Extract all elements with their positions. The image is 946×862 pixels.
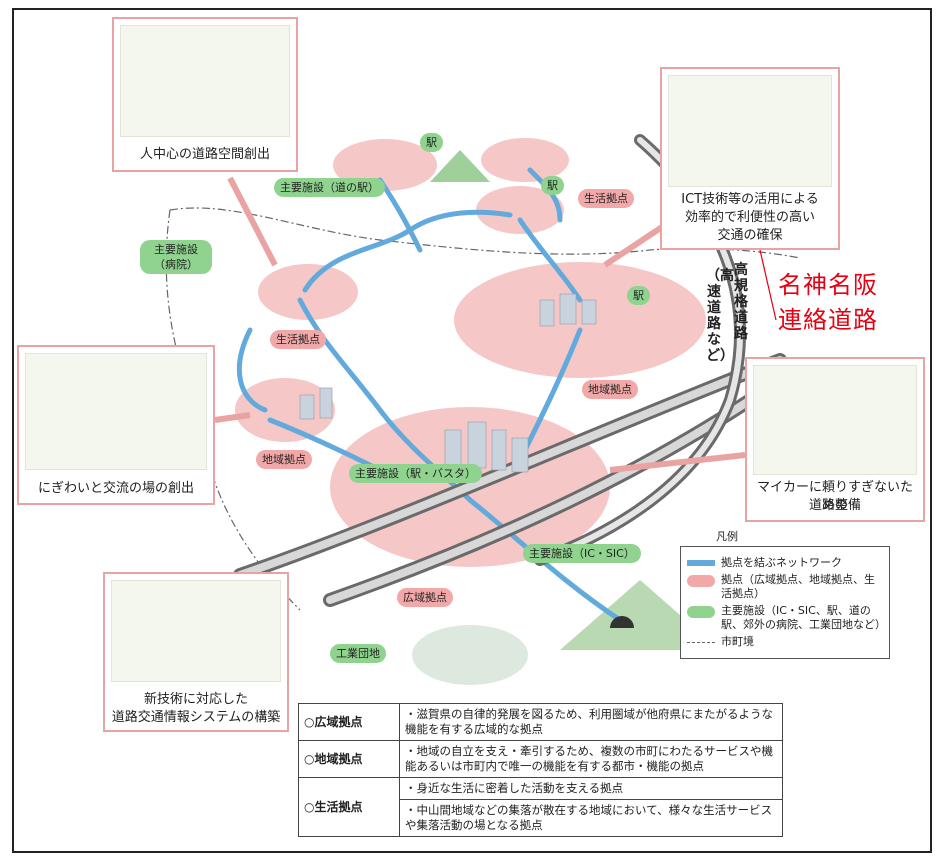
mountain-north <box>430 150 490 182</box>
def-row-regional: ○地域拠点 ・地域の自立を支え・牽引するため、複数の市町にわたるサービスや機能あ… <box>298 740 783 778</box>
vignette-caption-ict-3: 交通の確保 <box>717 228 783 243</box>
label-station-east: 駅 <box>541 176 564 195</box>
vignette-caption-bustling: にぎわいと交流の場の創出 <box>37 481 194 496</box>
def-head-regional: ○地域拠点 <box>298 740 400 778</box>
ict-illustration <box>668 75 832 187</box>
def-text-living-1: ・身近な生活に密着した活動を支える拠点 <box>399 777 783 800</box>
vignette-caption-ict-1: ICT技術等の活用による <box>681 192 819 207</box>
vignette-caption-tech-2: 道路交通情報システムの構築 <box>111 710 281 725</box>
def-head-living: ○生活拠点 <box>298 777 400 837</box>
market-truck-illustration <box>25 353 207 470</box>
label-hospital: 主要施設（病院） <box>140 240 212 274</box>
highway-vertical-label: 高規格道路 <box>734 262 748 342</box>
legend-row-boundary: 市町境 <box>687 635 883 649</box>
legend-label-network: 拠点を結ぶネットワーク <box>721 556 842 569</box>
bus-illustration <box>753 365 917 475</box>
vignette-bustling: にぎわいと交流の場の創出 <box>17 345 215 505</box>
road-label-line2: 連絡道路 <box>778 306 878 334</box>
legend-row-facility: 主要施設（IC・SIC、駅、道の駅、郊外の病院、工業団地など） <box>687 604 886 632</box>
hub-circle-regional-west <box>235 378 335 442</box>
hub-circle-living-west <box>258 264 358 320</box>
road-label-line1: 名神名阪 <box>778 271 878 299</box>
expressway <box>233 134 787 607</box>
legend-box: 拠点を結ぶネットワーク 拠点（広域拠点、地域拠点、生活拠点） 主要施設（IC・S… <box>680 546 890 659</box>
label-station-southeast: 駅 <box>627 286 650 305</box>
hub-circle-industrial <box>412 625 528 685</box>
legend: 凡例 拠点を結ぶネットワーク 拠点（広域拠点、地域拠点、生活拠点） 主要施設（I… <box>680 528 890 659</box>
legend-swatch-network <box>687 560 715 566</box>
label-michinoeki: 主要施設（道の駅） <box>274 178 385 197</box>
def-text-living-2: ・中山間地域などの集落が散在する地域において、様々な生活サービスや集落活動の場と… <box>399 799 783 837</box>
def-row-wide: ○広域拠点 ・滋賀県の自律的発展を図るため、利用圏域が他府県にまたがるような機能… <box>298 703 783 741</box>
label-regional-east: 地域拠点 <box>582 380 638 399</box>
label-wide-hub: 広域拠点 <box>397 588 453 607</box>
label-station-north: 駅 <box>420 133 443 152</box>
tunnel-portal <box>610 616 634 628</box>
vignette-caption-mycar-2: 道路整備 <box>808 498 861 513</box>
legend-label-boundary: 市町境 <box>721 635 754 648</box>
def-text-wide: ・滋賀県の自律的発展を図るため、利用圏域が他府県にまたがるような機能を有する広域… <box>399 703 783 741</box>
legend-swatch-facility <box>687 606 715 618</box>
vignette-ict: ICT技術等の活用による 効率的で利便性の高い 交通の確保 <box>660 67 840 250</box>
hub-circle-station-ne <box>481 138 569 182</box>
def-text-regional: ・地域の自立を支え・牽引するため、複数の市町にわたるサービスや機能あるいは市町内… <box>399 740 783 778</box>
label-station-busta: 主要施設（駅・バスタ） <box>349 464 482 483</box>
hub-definition-table: ○広域拠点 ・滋賀県の自律的発展を図るため、利用圏域が他府県にまたがるような機能… <box>298 703 783 837</box>
building-cluster <box>299 293 597 473</box>
vignette-caption-tech-1: 新技術に対応した <box>143 692 248 707</box>
label-ic-sic: 主要施設（IC・SIC） <box>523 544 641 563</box>
vignette-tech: 新技術に対応した 道路交通情報システムの構築 <box>103 572 289 732</box>
legend-swatch-boundary <box>687 642 715 643</box>
label-regional-west: 地域拠点 <box>256 450 312 469</box>
vignette-mycar: マイカーに頼りすぎないための 道路整備 <box>745 357 925 522</box>
car-navigation-illustration <box>111 580 281 682</box>
vignette-caption-mycar-1: マイカーに頼りすぎないための <box>756 480 913 513</box>
def-head-wide: ○広域拠点 <box>298 703 400 741</box>
legend-label-facility: 主要施設（IC・SIC、駅、道の駅、郊外の病院、工業団地など） <box>721 604 886 631</box>
label-living-west: 生活拠点 <box>270 330 326 349</box>
vignette-pedestrian: 人中心の道路空間創出 <box>112 17 298 172</box>
legend-label-hub: 拠点（広域拠点、地域拠点、生活拠点） <box>721 573 875 600</box>
pedestrian-illustration <box>120 25 290 137</box>
road-label-leader <box>759 249 777 321</box>
legend-row-hub: 拠点（広域拠点、地域拠点、生活拠点） <box>687 573 883 601</box>
hub-circle-regional-east <box>454 262 706 378</box>
vignette-caption-ict-2: 効率的で利便性の高い <box>684 210 815 225</box>
vignette-caption-pedestrian: 人中心の道路空間創出 <box>139 147 270 162</box>
def-row-living-2: ・中山間地域などの集落が散在する地域において、様々な生活サービスや集落活動の場と… <box>299 799 783 837</box>
label-living-east: 生活拠点 <box>578 189 634 208</box>
def-row-living-1: ○生活拠点 ・身近な生活に密着した活動を支える拠点 <box>298 777 783 837</box>
label-industrial-park: 工業団地 <box>330 644 386 663</box>
legend-row-network: 拠点を結ぶネットワーク <box>687 556 883 570</box>
legend-title: 凡例 <box>716 530 738 543</box>
legend-swatch-hub <box>687 575 715 587</box>
highway-paren-label: （高速道路など） <box>706 268 734 364</box>
hub-circle-station-east <box>476 186 564 234</box>
